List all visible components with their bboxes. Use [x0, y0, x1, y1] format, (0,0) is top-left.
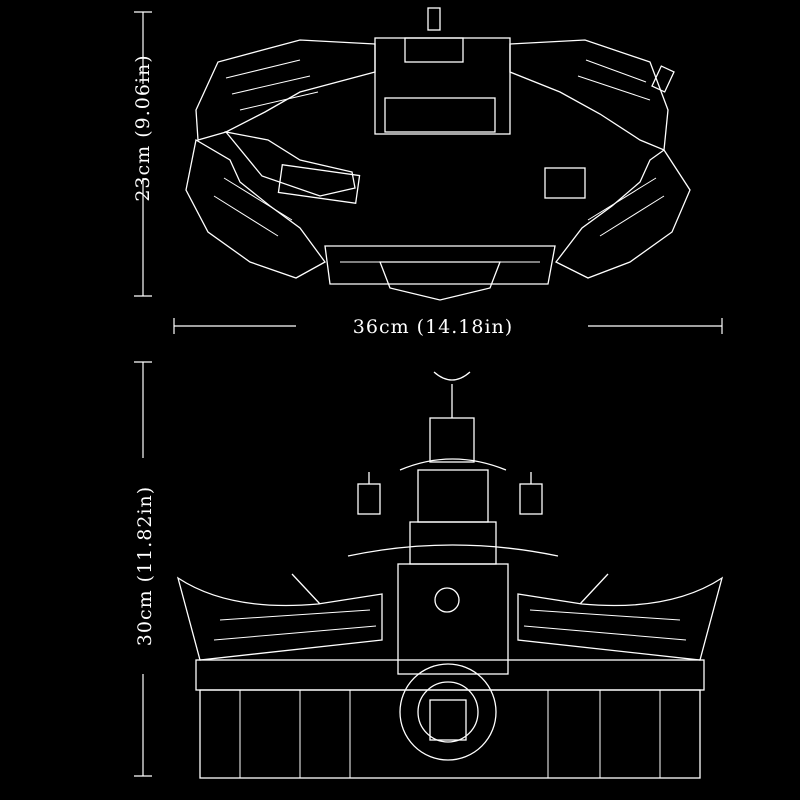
width-dimension-line	[173, 318, 723, 334]
depth-label: 23cm (9.06in)	[132, 54, 154, 202]
front-view-outline	[176, 371, 724, 779]
top-view-outline	[185, 7, 691, 301]
height-label: 30cm (11.82in)	[134, 485, 156, 647]
width-label: 36cm (14.18in)	[352, 316, 514, 338]
depth-dimension-line	[134, 11, 152, 297]
height-dimension-line	[134, 361, 152, 777]
